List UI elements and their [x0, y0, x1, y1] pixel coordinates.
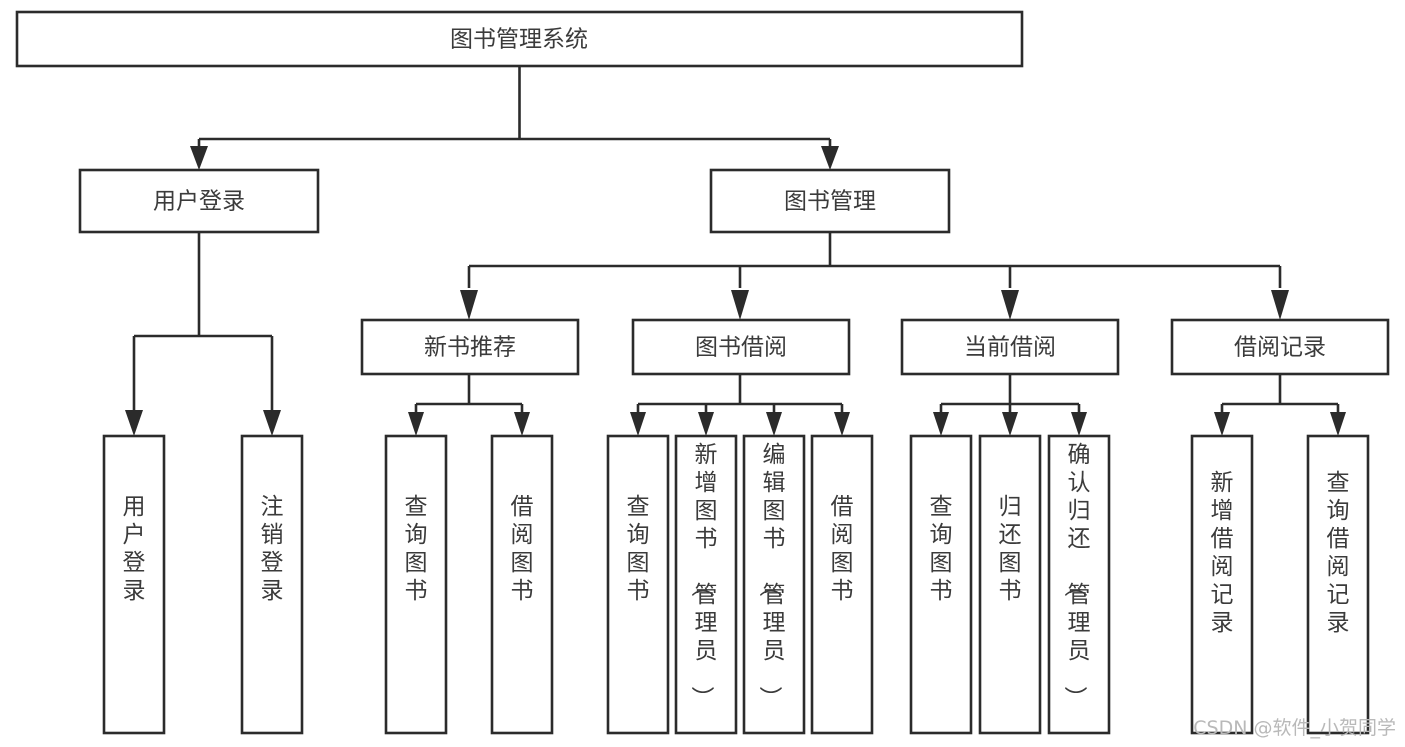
leaf-box-add-borrow-record[interactable]	[1190, 434, 1254, 735]
leaf-node[interactable]: 编辑图书（管理员）	[742, 434, 806, 735]
leaf-node[interactable]: 确认归还（管理员）	[1047, 434, 1111, 735]
arrowhead-leaf-logout	[263, 410, 281, 436]
leaf-label-logout: 注销登录	[261, 494, 284, 604]
node-label-borrow-records: 借阅记录	[1234, 335, 1326, 361]
leaf-node[interactable]: 新增借阅记录	[1190, 434, 1254, 735]
leaf-label-return-book: 归还图书	[999, 494, 1022, 604]
arrowhead-newbook-leaf-1	[408, 412, 424, 436]
leaf-label-user-login: 用户登录	[123, 494, 146, 604]
leaf-node[interactable]: 用户登录	[102, 434, 166, 735]
leaf-box-borrow-book-newbook[interactable]	[490, 434, 554, 735]
leaf-node[interactable]: 归还图书	[978, 434, 1042, 735]
leaf-label-edit-book-admin: 编辑图书（管理员）	[757, 442, 786, 709]
connector-layer	[125, 66, 1346, 436]
node-label-book-borrow: 图书借阅	[695, 335, 787, 361]
leaf-label-add-borrow-record: 新增借阅记录	[1211, 470, 1234, 636]
node-box-current-borrow[interactable]	[900, 318, 1120, 376]
node-box-book-borrow[interactable]	[631, 318, 851, 376]
leaf-node[interactable]: 借阅图书	[810, 434, 874, 735]
arrowhead-borrow-leaf-3	[766, 412, 782, 436]
arrowhead-records-leaf-1	[1214, 412, 1230, 436]
arrowhead-records	[1271, 290, 1289, 320]
arrowhead-current-leaf-2	[1002, 412, 1018, 436]
leaf-label-confirm-return-admin: 确认归还（管理员）	[1062, 442, 1091, 709]
arrowhead-current-leaf-3	[1071, 412, 1087, 436]
arrowhead-leaf-user-login	[125, 410, 143, 436]
leaf-box-edit-book-admin[interactable]	[742, 434, 806, 735]
leaf-box-query-book-borrow[interactable]	[606, 434, 670, 735]
leaf-node[interactable]: 查询借阅记录	[1306, 434, 1370, 735]
node-book-borrow[interactable]: 图书借阅	[631, 318, 851, 376]
leaf-label-query-book-current: 查询图书	[930, 494, 953, 604]
leaf-label-add-book-admin: 新增图书（管理员）	[689, 442, 718, 709]
arrowhead-borrow-leaf-1	[630, 412, 646, 436]
arrowhead-current	[1001, 290, 1019, 320]
csdn-watermark: CSDN @软件_小贺同学	[1193, 717, 1396, 739]
leaf-label-borrow-book-borrow: 借阅图书	[831, 494, 854, 604]
arrowhead-records-leaf-2	[1330, 412, 1346, 436]
node-user-login[interactable]: 用户登录	[78, 168, 320, 234]
arrowhead-borrow	[731, 290, 749, 320]
leaf-node[interactable]: 新增图书（管理员）	[674, 434, 738, 735]
node-current-borrow[interactable]: 当前借阅	[900, 318, 1120, 376]
arrowhead-user-login	[190, 146, 208, 170]
leaf-box-borrow-book-borrow[interactable]	[810, 434, 874, 735]
node-box-user-login[interactable]	[78, 168, 320, 234]
node-borrow-records[interactable]: 借阅记录	[1170, 318, 1390, 376]
leaf-box-query-book-current[interactable]	[909, 434, 973, 735]
leaf-label-query-borrow-record: 查询借阅记录	[1327, 470, 1350, 636]
node-new-book-recommend[interactable]: 新书推荐	[360, 318, 580, 376]
node-root-system[interactable]: 图书管理系统	[15, 10, 1024, 68]
arrowhead-book-mgmt	[821, 146, 839, 170]
node-box-root[interactable]	[15, 10, 1024, 68]
leaf-node[interactable]: 借阅图书	[490, 434, 554, 735]
leaf-label-query-book-newbook: 查询图书	[405, 494, 428, 604]
node-label-new-book-recommend: 新书推荐	[424, 335, 516, 361]
leaf-node[interactable]: 查询图书	[909, 434, 973, 735]
node-label-current-borrow: 当前借阅	[964, 335, 1056, 361]
node-box-new-book-recommend[interactable]	[360, 318, 580, 376]
leaf-node[interactable]: 注销登录	[240, 434, 304, 735]
node-label-user-login: 用户登录	[153, 189, 245, 215]
leaf-box-add-book-admin[interactable]	[674, 434, 738, 735]
arrowhead-newbook-leaf-2	[514, 412, 530, 436]
arrowhead-newbook	[460, 290, 478, 320]
leaf-box-confirm-return-admin[interactable]	[1047, 434, 1111, 735]
node-box-borrow-records[interactable]	[1170, 318, 1390, 376]
leaf-box-query-book-newbook[interactable]	[384, 434, 448, 735]
leaf-box-query-borrow-record[interactable]	[1306, 434, 1370, 735]
node-label-book-management: 图书管理	[784, 189, 876, 215]
arrowhead-borrow-leaf-2	[698, 412, 714, 436]
leaf-node[interactable]: 查询图书	[384, 434, 448, 735]
leaf-label-borrow-book-newbook: 借阅图书	[511, 494, 534, 604]
leaf-node[interactable]: 查询图书	[606, 434, 670, 735]
leaf-box-user-login[interactable]	[102, 434, 166, 735]
node-box-book-management[interactable]	[709, 168, 951, 234]
leaf-box-return-book[interactable]	[978, 434, 1042, 735]
arrowhead-borrow-leaf-4	[834, 412, 850, 436]
node-book-management[interactable]: 图书管理	[709, 168, 951, 234]
leaf-label-query-book-borrow: 查询图书	[627, 494, 650, 604]
leaf-box-logout[interactable]	[240, 434, 304, 735]
node-label-root: 图书管理系统	[450, 27, 588, 53]
arrowhead-current-leaf-1	[933, 412, 949, 436]
